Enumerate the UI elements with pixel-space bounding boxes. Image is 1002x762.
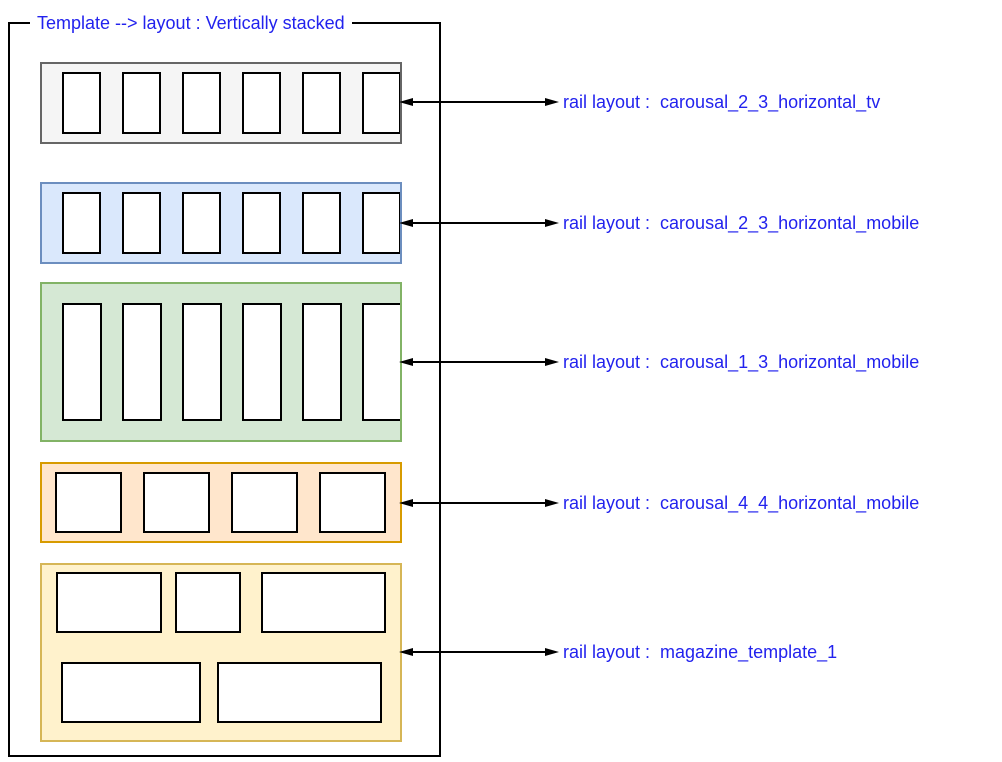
card-placeholder <box>302 303 342 421</box>
card-placeholder <box>182 303 222 421</box>
rail-label: rail layout : carousal_1_3_horizontal_mo… <box>563 352 920 372</box>
card-placeholder <box>56 572 162 633</box>
card-placeholder <box>302 72 341 134</box>
rail-carousal-1-3-horizontal-mobile <box>40 282 402 442</box>
card-placeholder <box>122 72 161 134</box>
card-placeholder <box>62 192 101 254</box>
card-placeholder <box>242 192 281 254</box>
card-placeholder <box>182 72 221 134</box>
double-arrow <box>399 358 559 366</box>
card-placeholder <box>182 192 221 254</box>
template-title: Template --> layout : Vertically stacked <box>30 12 352 34</box>
card-placeholder <box>242 303 282 421</box>
card-placeholder <box>175 572 241 633</box>
rail-carousal-4-4-horizontal-mobile <box>40 462 402 543</box>
card-placeholder <box>302 192 341 254</box>
card-placeholder <box>362 72 400 134</box>
double-arrow <box>399 219 559 227</box>
rail-label: rail layout : magazine_template_1 <box>563 642 838 662</box>
card-placeholder <box>261 572 386 633</box>
rail-label: rail layout : carousal_2_3_horizontal_tv <box>563 92 881 112</box>
card-placeholder <box>122 303 162 421</box>
card-placeholder <box>319 472 386 533</box>
card-placeholder <box>362 303 400 421</box>
rail-label: rail layout : carousal_4_4_horizontal_mo… <box>563 493 920 513</box>
card-placeholder <box>122 192 161 254</box>
card-placeholder <box>231 472 298 533</box>
card-placeholder <box>62 303 102 421</box>
card-placeholder <box>217 662 382 723</box>
double-arrow <box>399 648 559 656</box>
card-placeholder <box>55 472 122 533</box>
template-frame: Template --> layout : Vertically stacked <box>8 12 441 757</box>
card-placeholder <box>62 72 101 134</box>
card-placeholder <box>143 472 210 533</box>
rail-label: rail layout : carousal_2_3_horizontal_mo… <box>563 213 920 233</box>
double-arrow <box>399 98 559 106</box>
rail-carousal-2-3-horizontal-mobile <box>40 182 402 264</box>
rail-magazine-template-1 <box>40 563 402 742</box>
double-arrow <box>399 499 559 507</box>
rail-carousal-2-3-horizontal-tv <box>40 62 402 144</box>
card-placeholder <box>362 192 400 254</box>
card-placeholder <box>242 72 281 134</box>
card-placeholder <box>61 662 201 723</box>
